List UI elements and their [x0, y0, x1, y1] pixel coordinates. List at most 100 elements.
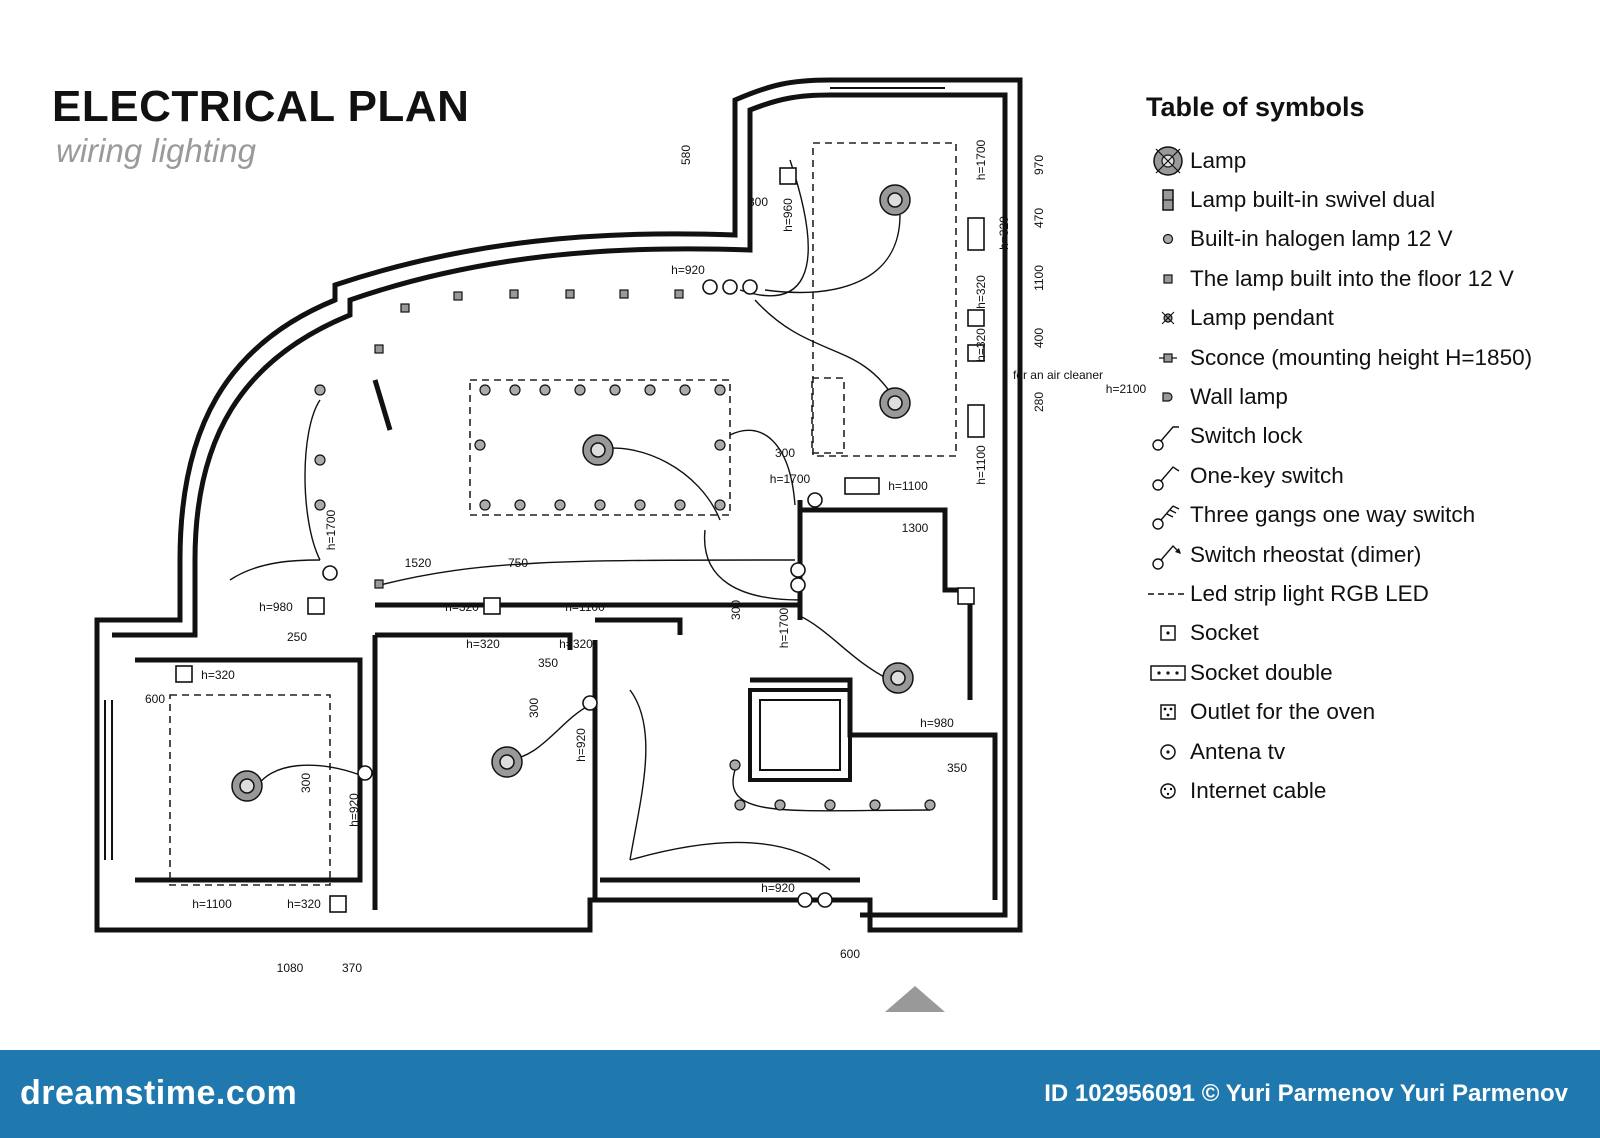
page-title: ELECTRICAL PLAN [52, 82, 470, 131]
height-label: h=1100 [192, 897, 232, 911]
dim-label-1520: 1520 [405, 556, 432, 570]
lamp-fixtures [231, 184, 914, 802]
floor-lamp-icon [1146, 262, 1190, 296]
legend-item-label: Three gangs one way switch [1190, 502, 1476, 528]
dim-label-350-center: 350 [538, 656, 558, 670]
legend-item: Antena tv [1146, 732, 1586, 771]
swivel-dual-lamp-icon [1146, 183, 1190, 217]
image-credit: ID 102956091 © Yuri Parmenov Yuri Parmen… [1044, 1080, 1568, 1107]
shaft-block-inner [759, 699, 841, 771]
legend-item-label: Antena tv [1190, 738, 1286, 764]
height-label: h=960 [781, 198, 795, 232]
legend-item-label: Socket double [1190, 659, 1333, 685]
height-label: h=320 [466, 637, 500, 651]
legend-item: Lamp pendant [1146, 299, 1586, 338]
height-label: h=1700 [770, 472, 811, 486]
one-key-switch-icon [1146, 459, 1190, 493]
dim-label-470: 470 [1032, 208, 1046, 228]
dim-label-1100: 1100 [1032, 265, 1046, 291]
dim-label-350-right: 350 [947, 761, 967, 775]
height-label: h=1100 [565, 600, 605, 614]
legend-item: Switch rheostat (dimer) [1146, 535, 1586, 574]
sockets [175, 167, 985, 913]
halogen-lamp-icon [1146, 222, 1190, 256]
switch-points [322, 279, 833, 908]
air-cleaner-note: for an air cleaner [1013, 368, 1103, 382]
height-label: h=320 [974, 328, 988, 362]
outer-wall [94, 77, 1023, 933]
socket-icon [1146, 616, 1190, 650]
legend-item: Internet cable [1146, 771, 1586, 810]
legend-item-label: Switch lock [1190, 423, 1303, 449]
wall-lamp-icon [1146, 380, 1190, 414]
legend-list: Lamp Lamp built-in swivel dual Built-in … [1146, 141, 1586, 811]
height-label: h=320 [287, 897, 321, 911]
legend-item-label: Outlet for the oven [1190, 699, 1376, 725]
window-top [830, 79, 945, 96]
height-label: h=920 [347, 793, 361, 827]
dim-label-300-corridor: 300 [775, 446, 795, 460]
dim-label-970: 970 [1032, 155, 1046, 175]
height-label: h=320 [997, 216, 1011, 250]
dim-label-300-lower: 300 [729, 600, 743, 620]
interior-wall-bath [750, 677, 998, 900]
legend-item: One-key switch [1146, 456, 1586, 495]
switch-lock-icon [1146, 419, 1190, 453]
height-label: h=320 [559, 637, 593, 651]
legend-item: Sconce (mounting height H=1850) [1146, 338, 1586, 377]
interior-wall-center [372, 632, 573, 910]
legend-item-label: Lamp [1190, 147, 1247, 173]
legend-item-label: Lamp built-in swivel dual [1190, 187, 1436, 213]
legend-item-label: Internet cable [1190, 777, 1327, 803]
dim-label-300-center: 300 [527, 698, 541, 718]
height-label: h=980 [259, 600, 293, 614]
legend-item-label: Wall lamp [1190, 384, 1288, 410]
interior-wall-corridor [595, 617, 683, 635]
dim-label-280: 280 [1032, 392, 1046, 412]
oven-outlet-icon [1146, 695, 1190, 729]
legend-item: Lamp built-in swivel dual [1146, 180, 1586, 219]
legend-item: Outlet for the oven [1146, 692, 1586, 731]
legend-title: Table of symbols [1146, 92, 1365, 122]
window-left [96, 700, 113, 860]
height-label: h=1700 [777, 607, 791, 648]
entrance-marker [885, 986, 945, 1012]
led-strip-icon [1146, 577, 1190, 611]
shaft-block [748, 688, 852, 782]
inner-wall-offset [112, 92, 1008, 918]
legend-item: Lamp [1146, 141, 1586, 180]
led-strip-bedroom [169, 694, 331, 886]
double-socket-icon [1146, 656, 1190, 690]
halogen-lamps [314, 384, 936, 811]
legend-item: Led strip light RGB LED [1146, 574, 1586, 613]
height-label: h=1100 [888, 479, 928, 493]
led-strip-living [469, 379, 731, 516]
internet-cable-icon [1146, 774, 1190, 808]
dim-label-370: 370 [342, 961, 362, 975]
legend-item: Wall lamp [1146, 377, 1586, 416]
interior-wall-main [372, 379, 800, 608]
height-label: h=320 [201, 668, 235, 682]
page-subtitle: wiring lighting [56, 132, 256, 169]
dim-label-600-bottom: 600 [840, 947, 860, 961]
height-label: h=920 [671, 263, 705, 277]
dim-label-1080: 1080 [277, 961, 304, 975]
legend-item-label: Led strip light RGB LED [1190, 580, 1429, 606]
legend-item: Socket double [1146, 653, 1586, 692]
interior-wall-left-room [135, 657, 363, 883]
height-label: h=980 [920, 716, 954, 730]
height-label: h=1700 [974, 139, 988, 180]
dim-label-750: 750 [508, 556, 528, 570]
led-strip-corridor [811, 377, 845, 454]
legend-item: The lamp built into the floor 12 V [1146, 259, 1586, 298]
dim-label-250: 250 [287, 630, 307, 644]
symbols-legend: Table of symbols Lamp Lamp built-in swiv… [1146, 92, 1586, 811]
height-label: h=1700 [324, 509, 338, 550]
lamp-icon [1146, 144, 1190, 178]
dimmer-switch-icon [1146, 538, 1190, 572]
legend-item-label: One-key switch [1190, 462, 1344, 488]
legend-item-label: Built-in halogen lamp 12 V [1190, 226, 1453, 252]
height-label: h=2100 [1106, 382, 1147, 396]
legend-item-label: Sconce (mounting height H=1850) [1190, 344, 1533, 370]
brand-logo[interactable]: dreamstime.com [20, 1074, 298, 1112]
